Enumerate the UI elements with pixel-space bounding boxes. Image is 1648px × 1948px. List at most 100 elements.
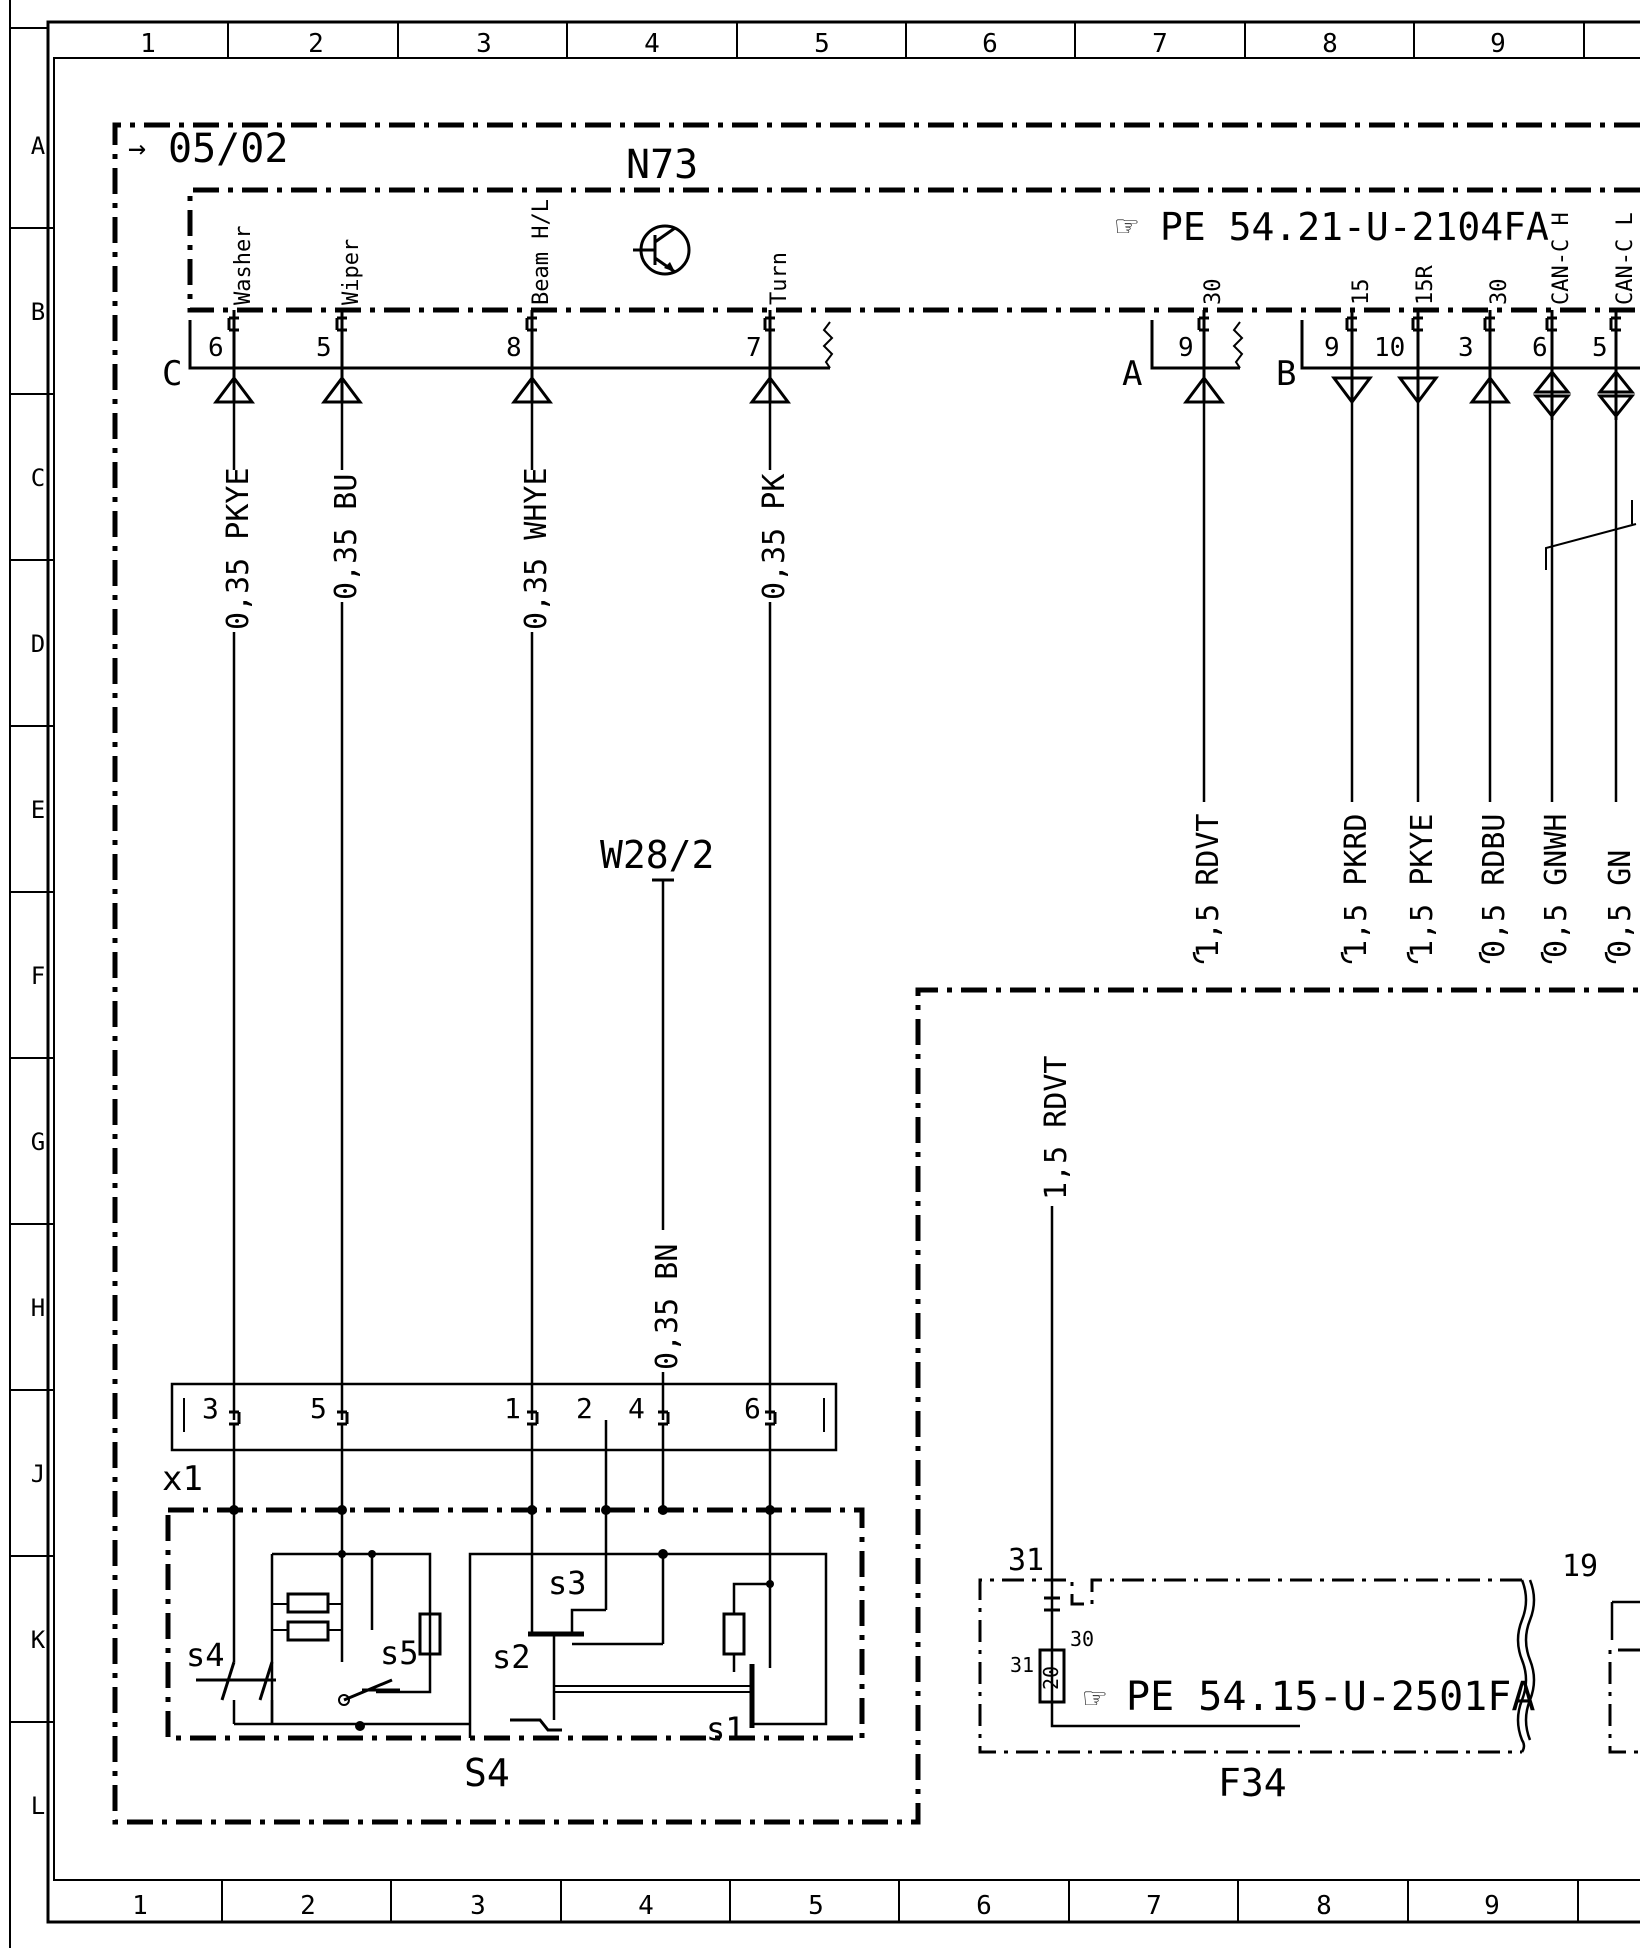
transistor-icon: [633, 224, 691, 276]
switch-s4-label: s4: [186, 1636, 225, 1674]
drawing-frame: [9, 0, 1640, 1948]
col-label-9: 9: [1490, 29, 1506, 59]
col-label-bottom-4: 4: [638, 1891, 654, 1921]
connector-a: A 9: [1122, 320, 1244, 394]
wire-label-pk: 0,35 PK: [757, 474, 792, 600]
x1-pin-5: 5: [310, 1392, 327, 1425]
row-label-J: J: [31, 1460, 45, 1488]
connector-c-name: C: [162, 354, 182, 394]
col-label-7: 7: [1152, 29, 1168, 59]
col-label-bottom-8: 8: [1316, 1891, 1332, 1921]
n73-reference: PE 54.21-U-2104FA: [1160, 205, 1549, 249]
row-label-L: L: [31, 1792, 45, 1820]
pin-label-15: 15: [1349, 279, 1374, 306]
col-label-bottom-1: 1: [132, 1891, 148, 1921]
wire-label-pkye-right: 1,5 PKYE: [1405, 814, 1440, 959]
switch-s3-label: s3: [548, 1564, 587, 1602]
connector-b-pin-9: 9: [1324, 333, 1340, 363]
col-label-2: 2: [308, 29, 324, 59]
right-wires: 1,5 RDVT 1,5 PKRD 1,5 PKYE 0,5 RDBU 0,5 …: [1184, 402, 1638, 972]
pin-label-turn: Turn: [767, 252, 792, 305]
pin-label-30a: 30: [1201, 279, 1226, 306]
col-label-8: 8: [1322, 29, 1338, 59]
connector-a-pin-9: 9: [1178, 333, 1194, 363]
row-label-A: A: [31, 132, 46, 160]
wire-label-pkrd: 1,5 PKRD: [1339, 814, 1374, 959]
x1-pin-6: 6: [744, 1392, 761, 1425]
wire-label-rdvt: 1,5 RDVT: [1191, 814, 1226, 959]
n73-name: N73: [626, 142, 698, 188]
wire-label-bn: 0,35 BN: [650, 1244, 685, 1370]
connector-c-pin-8: 8: [506, 333, 522, 363]
col-label-6: 6: [982, 29, 998, 59]
hand-pointer-icon: ☞: [1116, 206, 1138, 247]
col-label-bottom-7: 7: [1146, 1891, 1162, 1921]
pin-label-15r: 15R: [1413, 265, 1438, 305]
wire-label-pkye: 0,35 PKYE: [221, 467, 256, 630]
connector-b-pin-5: 5: [1592, 333, 1608, 363]
switch-s1-label: s1: [706, 1710, 745, 1748]
f34-fuse-in: 30: [1070, 1627, 1094, 1651]
area-boundary: → 05/02: [112, 122, 1640, 1825]
pin-label-wiper: Wiper: [339, 239, 364, 305]
wire-label-f34: 1,5 RDVT: [1039, 1056, 1074, 1201]
wire-label-gnwh: 0,5 GNWH: [1539, 814, 1574, 959]
col-label-bottom-3: 3: [470, 1891, 486, 1921]
col-label-bottom-9: 9: [1484, 1891, 1500, 1921]
f34-terminal-31: 31: [1008, 1543, 1044, 1578]
wire-label-bu: 0,35 BU: [329, 474, 364, 600]
row-label-F: F: [31, 962, 45, 990]
connector-b-name: B: [1276, 354, 1296, 394]
arrow-glyph: →: [128, 131, 146, 166]
connector-c-pin-5: 5: [316, 333, 332, 363]
col-label-bottom-6: 6: [976, 1891, 992, 1921]
col-label-5: 5: [814, 29, 830, 59]
f34-fuse-number: 20: [1039, 1666, 1063, 1690]
row-header-left: A B C D E F G H J K L: [10, 132, 54, 1820]
s4-name: S4: [464, 1751, 510, 1795]
f34-reference: PE 54.15-U-2501FA: [1126, 1674, 1535, 1720]
wire-label-whye: 0,35 WHYE: [519, 467, 554, 630]
row-label-E: E: [31, 796, 45, 824]
x1-pin-3: 3: [202, 1392, 219, 1425]
row-label-K: K: [31, 1626, 46, 1654]
x1-pin-1: 1: [504, 1392, 521, 1425]
connector-b-pin-3: 3: [1458, 333, 1474, 363]
connector-arrows: [213, 368, 1636, 420]
connector-b: B 9 10 3 6 5: [1276, 320, 1640, 394]
col-label-bottom-5: 5: [808, 1891, 824, 1921]
switch-s2-label: s2: [492, 1638, 531, 1676]
pin-label-beam: Beam H/L: [529, 199, 554, 305]
pin-label-can-l: CAN-C L: [1613, 212, 1638, 305]
x1-pin-4: 4: [628, 1392, 645, 1425]
hand-pointer-icon-f34: ☞: [1084, 1678, 1106, 1719]
connector-c: C 6 5 8 7: [162, 320, 834, 394]
next-terminal-19: 19: [1562, 1549, 1598, 1584]
col-label-bottom-2: 2: [300, 1891, 316, 1921]
w28-ground: W28/2 0,35 BN: [600, 833, 714, 1420]
connector-b-pin-10: 10: [1374, 333, 1405, 363]
f34-fuse-box: F34 1,5 RDVT 31 20 30 31 ☞ PE 54.15-U-25…: [978, 1034, 1640, 1805]
n73-module: N73 ☞ PE 54.21-U-2104FA Washer Wiper Bea…: [187, 142, 1640, 313]
pin-label-washer: Washer: [231, 226, 256, 305]
n73-pin-stubs: [227, 310, 1621, 368]
col-label-4: 4: [644, 29, 660, 59]
row-label-B: B: [31, 298, 45, 326]
x1-connector: x1 3 5 1 2 4 6: [162, 1382, 838, 1510]
row-label-G: G: [31, 1128, 45, 1156]
column-header-bottom: 1 2 3 4 5 6 7 8 9: [132, 1880, 1579, 1922]
s4-switch-assembly: S4 s4 s5: [165, 1505, 865, 1795]
f34-fuse-out: 31: [1010, 1653, 1034, 1677]
x1-pin-2: 2: [576, 1392, 593, 1425]
w28-name: W28/2: [600, 833, 714, 877]
pin-label-30b: 30: [1487, 279, 1512, 306]
connector-b-pin-6: 6: [1532, 333, 1548, 363]
row-label-D: D: [31, 630, 45, 658]
switch-s5-label: s5: [380, 1634, 419, 1672]
page-reference: 05/02: [168, 126, 288, 172]
row-label-C: C: [31, 464, 45, 492]
col-label-1: 1: [140, 29, 156, 59]
col-label-3: 3: [476, 29, 492, 59]
wire-label-gn: 0,5 GN: [1603, 850, 1638, 958]
